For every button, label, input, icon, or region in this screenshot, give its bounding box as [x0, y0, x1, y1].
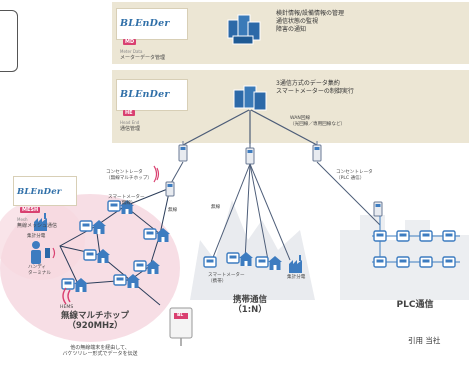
plc-title: PLC通信: [396, 300, 434, 310]
mesh-wireless-label: 無線: [168, 208, 178, 213]
cellular-title-line: （1:N）: [233, 305, 267, 315]
hes-sub: Head End: [120, 120, 140, 125]
plc-concentrator-label: コンセントレータ （PLC 通信）: [336, 170, 373, 182]
note-line: 他の無線端末を経由して、: [70, 345, 130, 351]
label-line: ターミナル: [28, 271, 51, 276]
down-links: [169, 161, 381, 261]
note-line: バケツリレー形式でデータを伝送: [62, 351, 138, 357]
mesh-concentrator-icon: [153, 165, 175, 197]
mdms-brand: BLEnDer: [120, 18, 170, 29]
label-line: コンセントレータ: [336, 170, 373, 175]
hes-desc-line: スマートメーターの制御実行: [276, 88, 354, 95]
bl-device-icon: [169, 307, 193, 346]
label-line: （PLC 通信）: [336, 176, 365, 181]
city-silhouette: [190, 200, 315, 300]
mesh-brand: BLEnDer: [17, 187, 62, 197]
hes-role: 通信管理: [120, 126, 141, 132]
wan-note-line: WAN回線: [290, 116, 311, 121]
label-line: コンセントレータ: [106, 170, 143, 175]
mesh-role: 無線メッシュ通信: [17, 223, 58, 229]
mdms-desc-line: 検針情報/設備情報の管理: [276, 10, 345, 17]
cellular-meter-label: スマートメーター （携帯）: [208, 273, 245, 285]
mdms-server-icon: [227, 14, 261, 45]
mdms-sub: Meter Data: [120, 49, 143, 54]
handy-terminal-icon: [31, 241, 56, 264]
mesh-note: 他の無線端末を経由して、 バケツリレー形式でデータを伝送: [40, 345, 160, 357]
mesh-brand-box: BLEnDerMESH Mesh 無線メッシュ通信: [13, 176, 77, 229]
mesh-meter-label: スマートメーター （無線）: [108, 195, 145, 207]
label-line: スマートメーター: [208, 273, 245, 278]
plc-concentrator-icon: [373, 201, 383, 217]
mesh-area: [0, 200, 85, 280]
handy-terminal-label: ハンディ ターミナル: [28, 265, 51, 277]
mesh-sub: Mesh: [17, 217, 28, 222]
hes-brand-box: BLEnDerHE Head End 通信管理: [116, 79, 188, 132]
mdms-desc-line: 障害の通知: [276, 26, 307, 33]
label-line: （無線マルチホップ）: [106, 176, 152, 181]
wan-links: [182, 109, 318, 148]
label-line: （無線）: [117, 201, 136, 206]
hems-label: HEMS: [60, 305, 74, 310]
hes-tag: HE: [123, 110, 135, 116]
hes-server-icon: [233, 85, 267, 111]
cellular-title: 携帯通信 （1:N）: [220, 295, 280, 315]
mdms-role: メーターデータ管理: [120, 55, 166, 61]
hes-desc-line: 3通信方式のデータ集約: [276, 80, 340, 87]
mdms-tag: MD: [123, 39, 137, 45]
mesh-tag: MESH: [20, 207, 41, 213]
mesh-title: 無線マルチホップ （920MHz）: [40, 311, 150, 331]
bl-device-tag: BL: [177, 313, 184, 318]
concentrator-icon: [245, 143, 255, 165]
hems-signal-icon: [62, 287, 71, 305]
wan-note-line: （光回線／専用回線など）: [290, 122, 346, 127]
mdms-description: 検針情報/設備情報の管理 通信状態の監視 障害の通知: [276, 10, 396, 34]
mesh-title-line: 無線マルチホップ: [60, 311, 129, 321]
cellular-wireless-label: 無線: [211, 205, 221, 210]
mesh-title-line: （920MHz）: [67, 321, 123, 331]
hes-description: 3通信方式のデータ集約 スマートメーターの制御実行: [276, 80, 426, 96]
label-line: スマートメーター: [108, 195, 145, 200]
mdms-brand-box: BLEnDerMD Meter Data メーターデータ管理: [116, 8, 188, 61]
mesh-collector-label: 集計分電: [27, 234, 46, 239]
wan-note: WAN回線 （光回線／専用回線など）: [290, 116, 345, 128]
citation: 引用 当社: [408, 336, 441, 345]
mdms-desc-line: 通信状態の監視: [276, 18, 319, 25]
label-line: ハンディ: [28, 265, 47, 270]
label-line: （携帯）: [208, 279, 227, 284]
hes-brand: BLEnDer: [120, 89, 170, 100]
cellular-title-line: 携帯通信: [232, 295, 267, 305]
mesh-concentrator-label: コンセントレータ （無線マルチホップ）: [106, 170, 152, 182]
plc-meter-grid: [372, 216, 460, 268]
frame-edge: [0, 10, 18, 72]
cellular-collector-label: 集計分電: [287, 275, 306, 280]
